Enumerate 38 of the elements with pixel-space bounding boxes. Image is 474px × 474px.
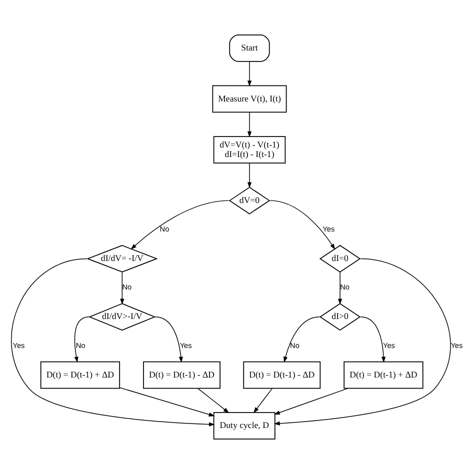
edge-label: Yes: [180, 340, 192, 350]
node-box: D(t) = D(t-1) + ΔD: [344, 361, 424, 389]
node-box: D(t) = D(t-1) + ΔD: [40, 361, 120, 389]
edge-label: Yes: [450, 340, 463, 350]
arrow: [247, 112, 252, 138]
node-box: Duty cycle, D: [213, 412, 276, 440]
node-diamond: dI/dV>-I/V: [88, 303, 156, 331]
edge-label: Yes: [322, 224, 335, 234]
arrow: [360, 316, 386, 363]
arrow: [154, 316, 183, 363]
arrow: [247, 162, 252, 188]
edge-label: Yes: [382, 340, 395, 350]
edge-label: No: [122, 282, 132, 292]
edge-label: No: [76, 340, 86, 350]
node-box: Start: [229, 34, 270, 62]
node-box: Measure V(t), I(t): [212, 85, 287, 113]
node-box: D(t) = D(t-1) - ΔD: [243, 361, 321, 389]
arrow: [74, 316, 90, 363]
arrow: [274, 388, 348, 415]
arrow: [120, 272, 124, 305]
node-diamond: dI>0: [319, 303, 361, 331]
arrow: [11, 258, 215, 426]
edge-label: Yes: [12, 340, 25, 350]
arrow: [253, 388, 273, 414]
arrow: [247, 61, 252, 87]
arrow: [338, 272, 342, 305]
node-diamond: dV=0: [228, 186, 270, 214]
arrow: [284, 316, 320, 363]
edge-label: No: [290, 340, 300, 350]
arrow: [270, 200, 336, 250]
arrow: [130, 200, 230, 250]
arrow: [274, 258, 451, 426]
node-box: dV=V(t) - V(t-1) dI=I(t) - I(t-1): [213, 136, 286, 164]
node-box: D(t) = D(t-1) - ΔD: [143, 361, 220, 389]
arrow: [119, 387, 215, 416]
edge-label: No: [160, 224, 170, 234]
arrow: [198, 388, 230, 414]
edge-label: No: [340, 282, 350, 292]
